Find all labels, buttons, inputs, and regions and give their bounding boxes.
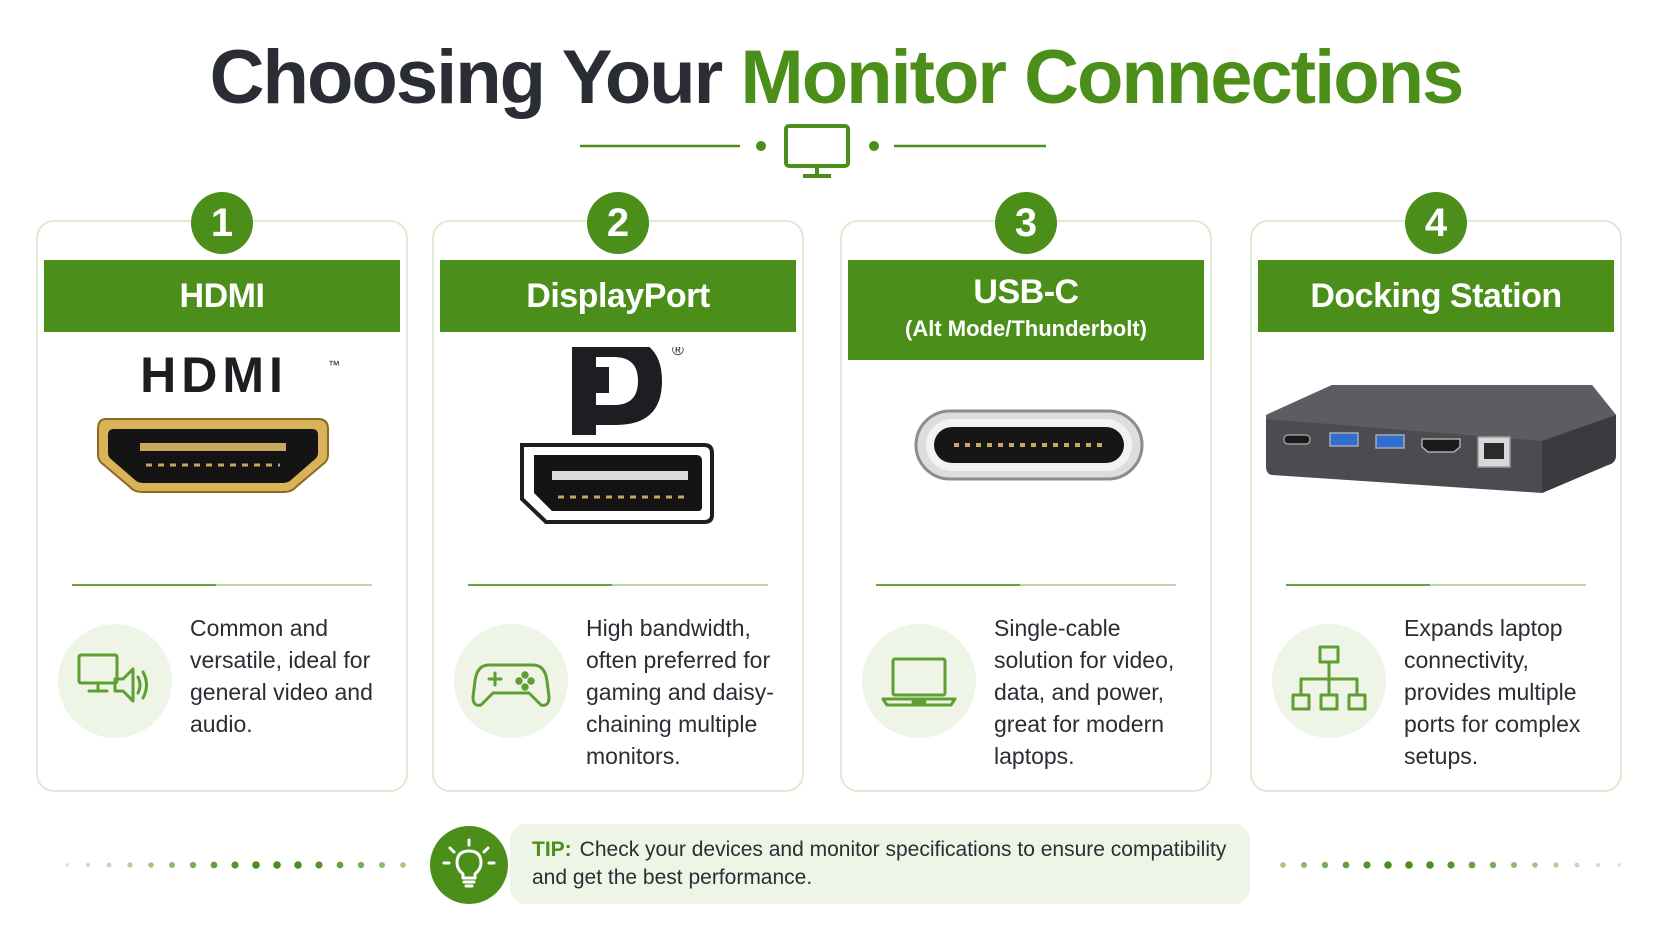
feature-icon-badge <box>862 624 976 738</box>
docking-station-device <box>1266 385 1616 493</box>
title-divider <box>580 124 1046 178</box>
lightbulb-icon <box>442 838 496 888</box>
feature-icon-badge <box>454 624 568 738</box>
card-banner: Docking Station <box>1258 260 1614 332</box>
monitor-icon <box>784 124 850 178</box>
card-docking-station: 4 Docking Station Expands l <box>1250 192 1622 792</box>
feature-icon-badge <box>1272 624 1386 738</box>
displayport-illustration: ® <box>520 347 714 524</box>
hdmi-logo: HDMI ™ <box>140 347 340 403</box>
card-displayport: 2 DisplayPort ® High bandwidth, often pr… <box>432 192 804 792</box>
displayport-logo: ® <box>572 347 684 435</box>
card-divider <box>72 584 372 586</box>
hdmi-logo-text: HDMI <box>140 347 288 403</box>
dotted-decoration-left <box>65 861 406 869</box>
dotted-decoration-right <box>1280 861 1621 869</box>
step-badge: 1 <box>191 192 253 254</box>
hdmi-tm-mark: ™ <box>328 358 340 372</box>
step-badge: 4 <box>1405 192 1467 254</box>
card-banner: DisplayPort <box>440 260 796 332</box>
card-title: DisplayPort <box>526 277 710 315</box>
card-divider <box>876 584 1176 586</box>
card-description: Common and versatile, ideal for general … <box>190 615 373 737</box>
displayport-port-icon <box>520 443 714 524</box>
docking-station-illustration <box>1266 385 1616 493</box>
network-hierarchy-icon <box>1291 645 1367 711</box>
card-title: HDMI <box>179 277 265 315</box>
title-part-1: Choosing Your <box>209 35 724 120</box>
gamepad-icon <box>471 663 551 707</box>
card-usb-c: 3 USB-C (Alt Mode/Thunderbolt) Single-ca… <box>840 192 1212 792</box>
card-description: Single-cable solution for video, data, a… <box>994 615 1175 769</box>
tip-box: TIP:Check your devices and monitor speci… <box>510 824 1250 904</box>
step-badge: 3 <box>995 192 1057 254</box>
hdmi-port <box>1421 438 1461 453</box>
step-badge: 2 <box>587 192 649 254</box>
feature-icon-badge <box>58 624 172 738</box>
card-title: Docking Station <box>1310 277 1562 315</box>
card-banner: USB-C (Alt Mode/Thunderbolt) <box>848 260 1204 360</box>
usb-a-port <box>1375 434 1405 449</box>
usb-a-port <box>1329 432 1359 447</box>
tip-label: TIP: <box>532 838 572 861</box>
card-divider <box>468 584 768 586</box>
usb-c-illustration <box>914 409 1144 481</box>
card-banner: HDMI <box>44 260 400 332</box>
usb-c-port-icon <box>914 409 1144 481</box>
registered-mark: ® <box>672 347 684 359</box>
card-divider <box>1286 584 1586 586</box>
hdmi-port-icon <box>97 418 329 493</box>
title-part-2: Monitor Connections <box>740 35 1464 120</box>
card-description: Expands laptop connectivity, provides mu… <box>1404 615 1581 769</box>
card-subtitle: (Alt Mode/Thunderbolt) <box>905 316 1147 341</box>
tip-bulb-badge <box>430 826 508 904</box>
page-title: Choosing Your Monitor Connections <box>0 34 1672 121</box>
card-title: USB-C <box>973 273 1079 311</box>
card-description: High bandwidth, often preferred for gami… <box>586 615 774 769</box>
hdmi-illustration: HDMI ™ <box>97 347 340 493</box>
tip-text: Check your devices and monitor specifica… <box>532 838 1227 889</box>
monitor-speaker-icon <box>77 653 148 703</box>
laptop-icon <box>881 657 957 707</box>
usb-c-port <box>1283 434 1311 445</box>
card-hdmi: 1 HDMI HDMI ™ Common and versatile, idea… <box>36 192 408 792</box>
